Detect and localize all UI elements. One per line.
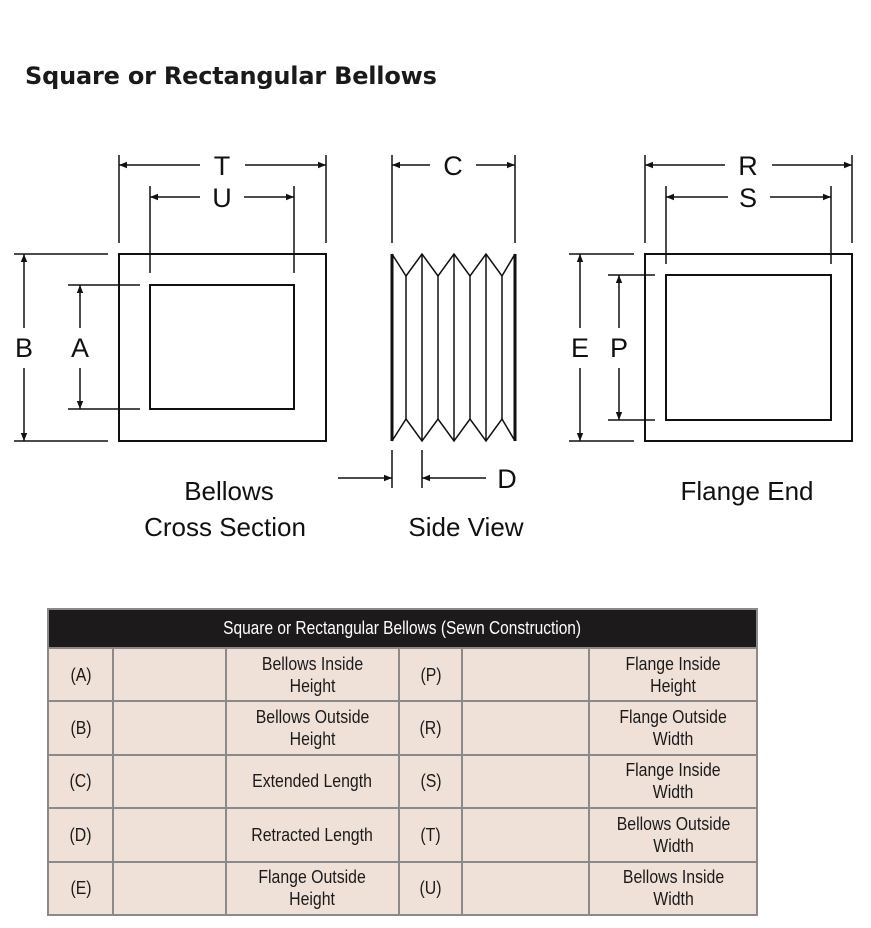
- dim-label-u: U: [212, 183, 232, 213]
- dim-label-c: C: [443, 151, 463, 181]
- left-value-cell: [112, 807, 227, 863]
- right-code-cell: (U): [398, 860, 463, 917]
- left-label-line: Retracted Length: [251, 824, 374, 845]
- left-code-text: (A): [69, 664, 92, 685]
- right-code-text: (R): [419, 718, 442, 739]
- left-code-text: (D): [69, 824, 92, 845]
- left-code-cell: (C): [47, 753, 114, 810]
- dim-label-r: R: [738, 151, 758, 181]
- right-code-cell: (S): [398, 753, 463, 810]
- dim-label-a: A: [71, 333, 89, 363]
- right-code-text: (P): [419, 664, 442, 685]
- dim-label-e: E: [571, 333, 589, 363]
- spec-table: Square or Rectangular Bellows (Sewn Cons…: [46, 608, 759, 917]
- bellows-diagram: T U C R S B A E P D Bellows Cross Sectio…: [14, 151, 853, 542]
- left-label-text: Extended Length: [253, 770, 373, 792]
- right-label-line: Width: [652, 835, 694, 856]
- right-label-line: Bellows Inside: [622, 867, 724, 888]
- left-value-cell: [112, 646, 227, 703]
- left-label-line: Bellows Inside: [261, 653, 364, 674]
- left-code-cell: (D): [47, 807, 114, 863]
- table-header-text: Square or Rectangular Bellows (Sewn Cons…: [223, 618, 582, 638]
- right-code-text: (T): [420, 824, 441, 845]
- right-value-cell: [461, 860, 590, 917]
- caption-cross-section-line1: Bellows: [184, 476, 274, 506]
- left-label-line: Bellows Outside: [255, 707, 370, 728]
- dim-label-s: S: [739, 183, 757, 213]
- right-label-line: Width: [652, 782, 694, 803]
- left-code-text: (C): [69, 771, 92, 792]
- left-value-cell: [112, 860, 227, 917]
- right-value-cell: [461, 807, 590, 863]
- left-code-text: (B): [69, 718, 92, 739]
- left-value-cell: [112, 753, 227, 810]
- dim-label-b: B: [15, 333, 33, 363]
- right-label-line: Width: [652, 889, 694, 910]
- right-code-cell: (R): [398, 700, 463, 756]
- caption-side-view: Side View: [408, 512, 523, 542]
- left-label-line: Extended Length: [252, 771, 373, 792]
- left-label-text: Retracted Length: [252, 824, 374, 846]
- left-code-cell: (B): [47, 700, 114, 756]
- right-code-text: (U): [419, 878, 442, 899]
- caption-cross-section-line2: Cross Section: [144, 512, 306, 542]
- left-label-line: Height: [289, 675, 336, 696]
- dim-label-d: D: [497, 464, 517, 494]
- right-label-line: Height: [650, 675, 696, 696]
- flange-inner: [665, 274, 832, 421]
- right-label-line: Bellows Outside: [616, 813, 730, 834]
- left-code-text: (E): [69, 878, 92, 899]
- left-label-line: Flange Outside: [258, 867, 367, 888]
- left-label-line: Height: [289, 889, 336, 910]
- right-code-text: (S): [419, 771, 442, 792]
- right-value-cell: [461, 700, 590, 756]
- left-label-cell: Retracted Length: [225, 807, 400, 863]
- left-code-cell: (A): [47, 646, 114, 703]
- dim-label-p: P: [610, 333, 628, 363]
- right-value-cell: [461, 753, 590, 810]
- right-code-cell: (T): [398, 807, 463, 863]
- right-label-line: Width: [652, 729, 694, 750]
- dim-label-t: T: [214, 151, 231, 181]
- table-header-row: Square or Rectangular Bellows (Sewn Cons…: [46, 608, 759, 649]
- right-label-line: Flange Outside: [619, 707, 727, 728]
- cross-section-inner: [149, 284, 295, 410]
- flange-outer: [644, 253, 853, 442]
- left-code-cell: (E): [47, 860, 114, 917]
- right-code-cell: (P): [398, 646, 463, 703]
- caption-flange-end: Flange End: [681, 476, 814, 506]
- left-label-line: Height: [289, 729, 336, 750]
- right-label-line: Flange Inside: [625, 760, 721, 781]
- table-header: Square or Rectangular Bellows (Sewn Cons…: [46, 608, 759, 649]
- cross-section-outer: [118, 253, 327, 442]
- right-label-line: Flange Inside: [625, 653, 721, 674]
- left-label-cell: Extended Length: [225, 753, 400, 810]
- left-value-cell: [112, 700, 227, 756]
- right-value-cell: [461, 646, 590, 703]
- page-title: Square or Rectangular Bellows: [25, 62, 437, 90]
